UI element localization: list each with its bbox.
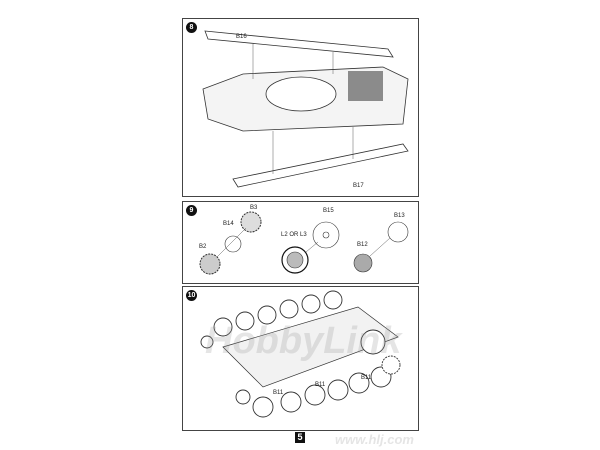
part-label: B11 xyxy=(361,375,372,381)
part-label: B3 xyxy=(250,205,258,211)
hull-assembly-drawing xyxy=(202,30,409,188)
part-label: B16 xyxy=(236,34,247,40)
part-label: B12 xyxy=(357,242,368,248)
step-number: 10 xyxy=(186,290,197,301)
suspension-drawing xyxy=(200,290,401,418)
step-10-panel: 10 B11 B11 B11 xyxy=(182,286,419,431)
part-label: B11 xyxy=(273,390,284,396)
part-label: B14 xyxy=(223,221,234,227)
watermark-url: www.hlj.com xyxy=(335,432,414,447)
part-label: L2 OR L3 xyxy=(281,232,307,238)
step-8-panel: 8 B16 B17 xyxy=(182,18,419,197)
part-label: B2 xyxy=(199,244,207,250)
step-number: 9 xyxy=(186,205,197,216)
wheels-drawing xyxy=(199,211,409,275)
step-9-panel: 9 B3 B14 B2 B15 L2 OR L3 B13 B12 xyxy=(182,201,419,284)
step-number: 8 xyxy=(186,22,197,33)
watermark-logo: HobbyLink xyxy=(205,320,402,362)
part-label: B17 xyxy=(353,183,364,189)
part-label: B13 xyxy=(394,213,405,219)
part-label: B15 xyxy=(323,208,334,214)
part-label: B11 xyxy=(315,382,326,388)
page-number: 5 xyxy=(295,432,305,443)
